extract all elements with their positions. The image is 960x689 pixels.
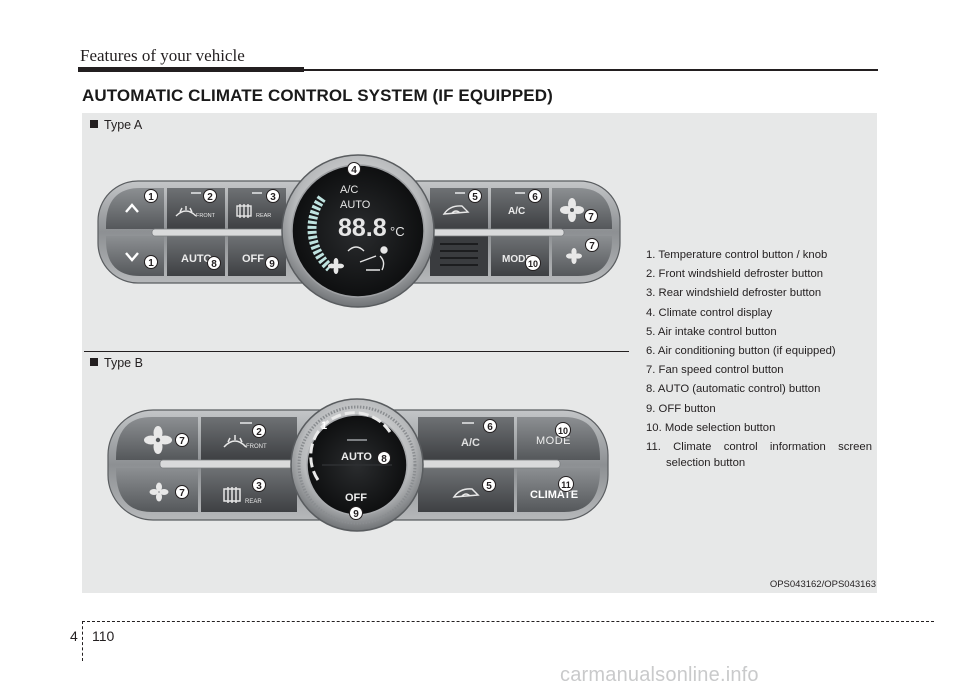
b-callout-7b: 7	[179, 488, 185, 499]
callout-1a: 1	[148, 192, 154, 203]
b-auto-button-label[interactable]: AUTO	[341, 451, 372, 463]
bullet-square-icon	[90, 120, 98, 128]
display-unit: °C	[390, 224, 405, 239]
b-rear-defrost-label: REAR	[245, 499, 262, 505]
callout-3: 3	[270, 192, 276, 203]
b-climate-button-label: CLIMATE	[530, 489, 578, 501]
legend-item: 9. OFF button	[646, 402, 716, 415]
b-air-intake-button[interactable]	[418, 468, 514, 512]
display-temp: 88.8	[338, 214, 387, 242]
legend-item-last-cont: selection button	[666, 457, 746, 470]
b-mode-button-label: MODE	[536, 435, 571, 447]
b-callout-10: 10	[558, 426, 568, 436]
callout-4: 4	[351, 165, 357, 176]
ac-button-label: A/C	[508, 206, 525, 217]
front-defrost-label: FRONT	[196, 213, 216, 219]
legend-item: 7. Fan speed control button	[646, 364, 784, 377]
display-ac: A/C	[340, 184, 358, 196]
page-number: 110	[92, 628, 115, 644]
b-callout-9: 9	[353, 509, 359, 520]
off-button[interactable]	[228, 236, 286, 276]
type-b-callouts: 7 7 2 3 1 8 9 6 5 10 11	[175, 419, 574, 520]
air-recirculation-icon	[442, 205, 470, 215]
callout-9: 9	[269, 259, 275, 270]
b-callout-7a: 7	[179, 436, 185, 447]
callout-5: 5	[472, 192, 478, 203]
figure-divider	[84, 351, 629, 352]
display-airflow-icon	[347, 246, 388, 271]
b-callout-3: 3	[256, 481, 262, 492]
header-bar	[78, 67, 304, 72]
b-off-button-label[interactable]: OFF	[345, 492, 367, 504]
callout-8: 8	[211, 259, 217, 270]
b-fan-small-icon	[149, 482, 169, 502]
knob-temp-arc	[309, 411, 392, 481]
type-a-label: Type A	[90, 118, 142, 132]
type-b-label-text: Type B	[104, 356, 143, 370]
b-front-defrost-label: FRONT	[246, 444, 267, 450]
callout-7a: 7	[588, 212, 594, 223]
b-callout-6: 6	[487, 422, 493, 433]
type-b-label: Type B	[90, 356, 143, 370]
b-callout-5: 5	[486, 481, 492, 492]
header-rule	[304, 69, 878, 71]
b-ac-button-label: A/C	[461, 437, 480, 449]
callout-6: 6	[532, 192, 538, 203]
type-a-label-text: Type A	[104, 118, 143, 132]
watermark: carmanualsonline.info	[560, 664, 759, 686]
b-callout-1: 1	[321, 420, 327, 432]
vent-grille	[430, 236, 488, 276]
legend-item: 1. Temperature control button / knob	[646, 249, 828, 261]
callout-10: 10	[528, 259, 538, 269]
type-a-callouts: 1 2 3 4 5 6 7 7 1 8 9 10	[144, 162, 599, 271]
legend-item: 5. Air intake control button	[646, 325, 777, 338]
bullet-square-icon	[90, 358, 98, 366]
b-callout-11: 11	[561, 480, 571, 490]
legend-item: 3. Rear windshield defroster button	[646, 287, 822, 300]
fan-large-icon	[560, 198, 584, 222]
b-front-defrost-button[interactable]	[201, 417, 297, 460]
display-fan-icon	[328, 258, 344, 274]
mode-button[interactable]	[491, 236, 549, 276]
b-callout-2: 2	[256, 427, 262, 438]
section-title: AUTOMATIC CLIMATE CONTROL SYSTEM (IF EQU…	[82, 86, 553, 105]
figure-code: OPS043162/OPS043163	[769, 579, 876, 590]
legend-item: 8. AUTO (automatic control) button	[646, 383, 821, 396]
front-defrost-icon	[175, 206, 197, 217]
rear-defrost-icon	[236, 204, 252, 218]
chapter-number: 4	[70, 628, 78, 644]
footer-rule	[82, 621, 934, 622]
callout-1b: 1	[148, 258, 154, 269]
off-button-label: OFF	[242, 253, 264, 265]
callout-7b: 7	[589, 241, 595, 252]
legend-item: 6. Air conditioning button (if equipped)	[646, 345, 836, 358]
b-callout-8: 8	[381, 454, 387, 465]
b-rear-defrost-button[interactable]	[201, 468, 297, 512]
chevron-down-icon	[125, 252, 139, 262]
b-climate-button[interactable]	[517, 468, 600, 512]
b-front-defrost-icon	[223, 435, 247, 448]
fan-small-icon	[566, 248, 582, 264]
display-auto: AUTO	[340, 199, 371, 211]
legend-item-last: 11. Climate control information screen	[646, 441, 872, 454]
header-title: Features of your vehicle	[80, 46, 245, 65]
b-air-recirculation-icon	[452, 488, 480, 498]
chevron-up-icon	[125, 203, 139, 213]
legend-item: 10. Mode selection button	[646, 421, 776, 434]
callout-2: 2	[207, 192, 213, 203]
mode-button-label: MODE	[502, 254, 532, 265]
b-mode-button[interactable]	[517, 417, 600, 460]
rear-defrost-label: REAR	[256, 213, 271, 219]
type-b-buttons	[116, 417, 600, 512]
legend-item: 2. Front windshield defroster button	[646, 268, 824, 281]
b-rear-defrost-icon	[223, 487, 241, 503]
legend-item: 4. Climate control display	[646, 306, 773, 319]
b-ac-button[interactable]	[418, 417, 514, 460]
b-fan-large-icon	[144, 426, 172, 454]
legend-list: 1. Temperature control button / knob 2. …	[646, 246, 872, 470]
auto-button-label: AUTO	[181, 253, 212, 265]
footer-divider	[82, 621, 83, 661]
